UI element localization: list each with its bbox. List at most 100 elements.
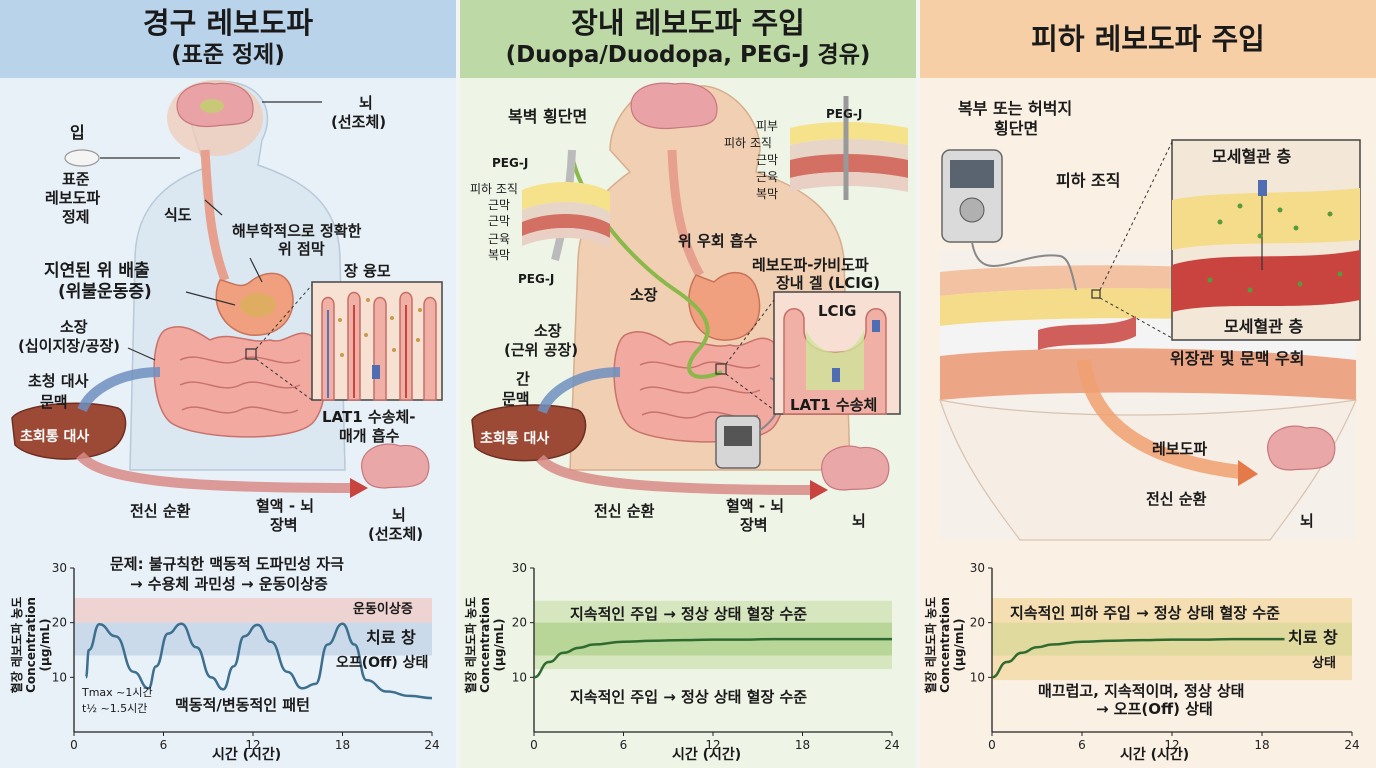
label-circulation: 전신 순환	[1146, 490, 1207, 508]
label-bbb-2: 장벽	[740, 516, 768, 534]
label-subq: 피하 조직	[1056, 171, 1121, 190]
label-tablet-2: 레보도파	[45, 189, 101, 207]
chart3-bottom-1: 매끄럽고, 지속적이며, 정상 상태	[1038, 682, 1245, 700]
y-tick-label: 10	[970, 670, 985, 684]
label-firstpass-2: 문맥	[40, 393, 68, 411]
label-prox-2: (근위 공장)	[504, 341, 579, 359]
label-gel-2: 장내 겔 (LCIG)	[776, 274, 881, 292]
label-mucosa-2: 위 점막	[278, 240, 325, 258]
label-villi: 장 융모	[344, 262, 391, 280]
y-tick-label: 30	[970, 561, 985, 575]
label-subq: 피하 조직	[724, 136, 772, 150]
label-bbb-1: 혈액 - 뇌	[256, 497, 315, 515]
label-small: 소장	[630, 286, 658, 304]
label-layer-3: 근막	[488, 214, 511, 228]
label-brain: 뇌	[1300, 512, 1314, 530]
stomach	[688, 271, 761, 341]
food-bolus	[240, 293, 276, 317]
label-liver: 초회통 대사	[480, 431, 550, 447]
chart2-ylabel: 혈장 레보도파 농도 Concentration (μg/mL)	[464, 596, 506, 694]
esophagus	[667, 149, 704, 278]
label-small-1: 소장	[60, 318, 88, 336]
x-tick-label: 12	[705, 738, 720, 752]
chart2-xlabel: 시간 (시간)	[672, 747, 742, 763]
liver-shape	[11, 402, 127, 460]
chart3-xlabel: 시간 (시간)	[1120, 747, 1190, 763]
liver-shape	[471, 404, 587, 462]
x-tick-label: 6	[620, 738, 628, 752]
chart3-top: 지속적인 피하 주입 → 정상 상태 혈장 수준	[1010, 604, 1280, 622]
label-gastric: 위 우회 흡수	[678, 232, 758, 250]
label-layer-5: 복막	[488, 248, 511, 262]
panel-oral-header: 경구 레보도파 (표준 정제)	[0, 0, 456, 78]
concentration-line	[991, 637, 1285, 679]
right-cross-section	[790, 96, 908, 200]
chart1-problem-2: → 수용체 과민성 → 운동이상증	[130, 575, 328, 593]
label-brain: 뇌	[852, 512, 866, 530]
x-tick-label: 0	[530, 738, 538, 752]
x-tick-label: 24	[884, 738, 899, 752]
striatum	[200, 99, 224, 113]
label-layer-2: 근막	[488, 198, 511, 212]
chart1-pattern: 맥동적/변동적인 패턴	[175, 696, 310, 714]
label-delay-2: (위불운동증)	[58, 282, 152, 302]
panel-enteral-header: 장내 레보도파 주입 (Duopa/Duodopa, PEG-J 경유)	[460, 0, 916, 78]
chart2-bottom: 지속적인 주입 → 정상 상태 혈장 수준	[570, 688, 808, 706]
chart3-window: 치료 창	[1288, 628, 1338, 647]
label-gel-1: 레보도파-카비도파	[752, 256, 869, 274]
chart1-tmax: Tmax ~1시간	[82, 686, 153, 699]
x-tick-label: 18	[1254, 738, 1269, 752]
y-tick-label: 30	[52, 561, 67, 575]
x-tick-label: 12	[1164, 738, 1179, 752]
y-tick-label: 20	[970, 616, 985, 630]
y-tick-label: 20	[512, 616, 527, 630]
label-liver-text: 간	[516, 370, 530, 388]
x-tick-label: 18	[795, 738, 810, 752]
label-brain-bottom-2: (선조체)	[368, 525, 424, 543]
panel-subtitle: (Duopa/Duodopa, PEG-J 경유)	[505, 42, 871, 68]
label-brain-bottom-1: 뇌	[392, 506, 406, 524]
label-circulation: 전신 순환	[130, 502, 191, 520]
thigh-body	[939, 399, 1357, 541]
label-liver: 초회통 대사	[20, 429, 90, 445]
portal-vein	[77, 367, 161, 413]
chart1-window: 치료 창	[366, 628, 416, 647]
x-tick-label: 12	[245, 738, 260, 752]
x-tick-label: 0	[988, 738, 996, 752]
chart1-problem-1: 문제: 불규칙한 맥동적 도파민성 자극	[110, 555, 344, 573]
dermis-layer	[940, 348, 1356, 400]
label-pegj-2: PEG-J	[518, 272, 555, 286]
label-cap-top: 모세혈관 층	[1212, 147, 1292, 166]
intestines	[153, 326, 327, 438]
x-tick-label: 24	[1344, 738, 1359, 752]
brain-bottom-icon	[361, 443, 430, 489]
label-lat1-2: 매개 흡수	[339, 427, 400, 445]
label-lat1-1: LAT1 수송체-	[322, 408, 416, 426]
label-bbb-2: 장벽	[270, 516, 298, 534]
label-bypass: 위장관 및 문맥 우회	[1170, 349, 1305, 368]
label-prox-1: 소장	[534, 322, 562, 340]
label-mucosa-1: 해부학적으로 정확한	[232, 222, 362, 240]
chart3-ylabel: 혈장 레보도파 농도 Concentration (μg/mL)	[924, 596, 966, 694]
label-mouth: 입	[70, 123, 85, 142]
chart3-state: 상태	[1312, 656, 1336, 671]
subcutaneous-plasma-chart: 0 6 12 18 24 10 20 30	[970, 561, 1360, 752]
label-cross-1: 복부 또는 허벅지	[958, 99, 1073, 118]
panel-title: 경구 레보도파	[142, 6, 314, 40]
chart1-ylabel: 혈장 레보도파 농도 Concentration (μg/mL)	[10, 596, 52, 694]
panel-subtitle: (표준 정제)	[171, 42, 285, 68]
circulation-arrow	[536, 454, 811, 495]
y-tick-label: 10	[512, 670, 527, 684]
label-cross: 복벽 횡단면	[508, 107, 588, 126]
label-lat1: LAT1 수송체	[790, 396, 878, 414]
label-cap-bottom: 모세혈관 층	[1224, 317, 1304, 336]
portal-vein	[537, 367, 621, 415]
panel-title: 장내 레보도파 주입	[571, 6, 805, 40]
label-tablet-3: 정제	[62, 208, 90, 226]
brain-top	[630, 82, 718, 130]
x-tick-label: 6	[1078, 738, 1086, 752]
brain-bottom-icon	[821, 445, 890, 491]
y-tick-label: 10	[52, 670, 67, 684]
